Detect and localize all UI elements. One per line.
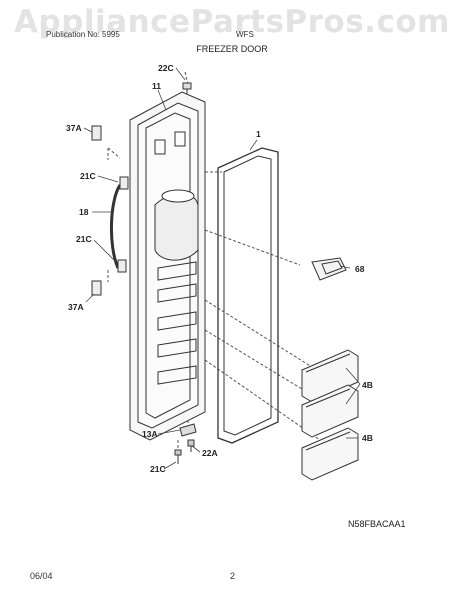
diagram-code: N58FBACAA1	[348, 519, 406, 529]
callout-4b-lower: 4B	[362, 433, 373, 443]
freezer-door-panel	[129, 91, 206, 441]
publication-number: Publication No: 5995	[46, 30, 120, 39]
lower-hinge-13a	[179, 423, 197, 437]
screw-21c-bottom	[174, 449, 182, 464]
footer-date: 06/04	[30, 571, 53, 581]
door-gasket	[217, 147, 279, 444]
callout-37a-top: 37A	[66, 123, 82, 133]
door-handle	[110, 176, 129, 273]
door-bin-lower	[301, 427, 359, 481]
watermark-text: AppliancePartsPros.com	[14, 4, 450, 40]
diagram-title: FREEZER DOOR	[196, 44, 268, 54]
callout-18: 18	[79, 207, 89, 217]
page-number: 2	[230, 571, 236, 581]
end-cap-37a-top	[91, 125, 102, 141]
callout-1: 1	[256, 129, 261, 139]
callout-11: 11	[152, 81, 161, 91]
callout-37a-bottom: 37A	[68, 302, 84, 312]
callout-22a: 22A	[202, 448, 218, 458]
callout-13a: 13A	[142, 429, 158, 439]
model-number: WFS	[236, 30, 254, 39]
ice-chute-part-68	[311, 257, 347, 281]
callout-21c-bottom: 21C	[150, 464, 166, 474]
screw-22a	[187, 439, 195, 452]
callout-4b-upper: 4B	[362, 380, 373, 390]
callout-21c-mid: 21C	[76, 234, 92, 244]
callout-22c-top: 22C	[158, 63, 174, 73]
door-bin-middle	[301, 384, 359, 438]
callout-68: 68	[355, 264, 365, 274]
end-cap-37a-bottom	[91, 280, 102, 296]
callout-21c-upper: 21C	[80, 171, 96, 181]
callout-leaders	[83, 67, 361, 470]
